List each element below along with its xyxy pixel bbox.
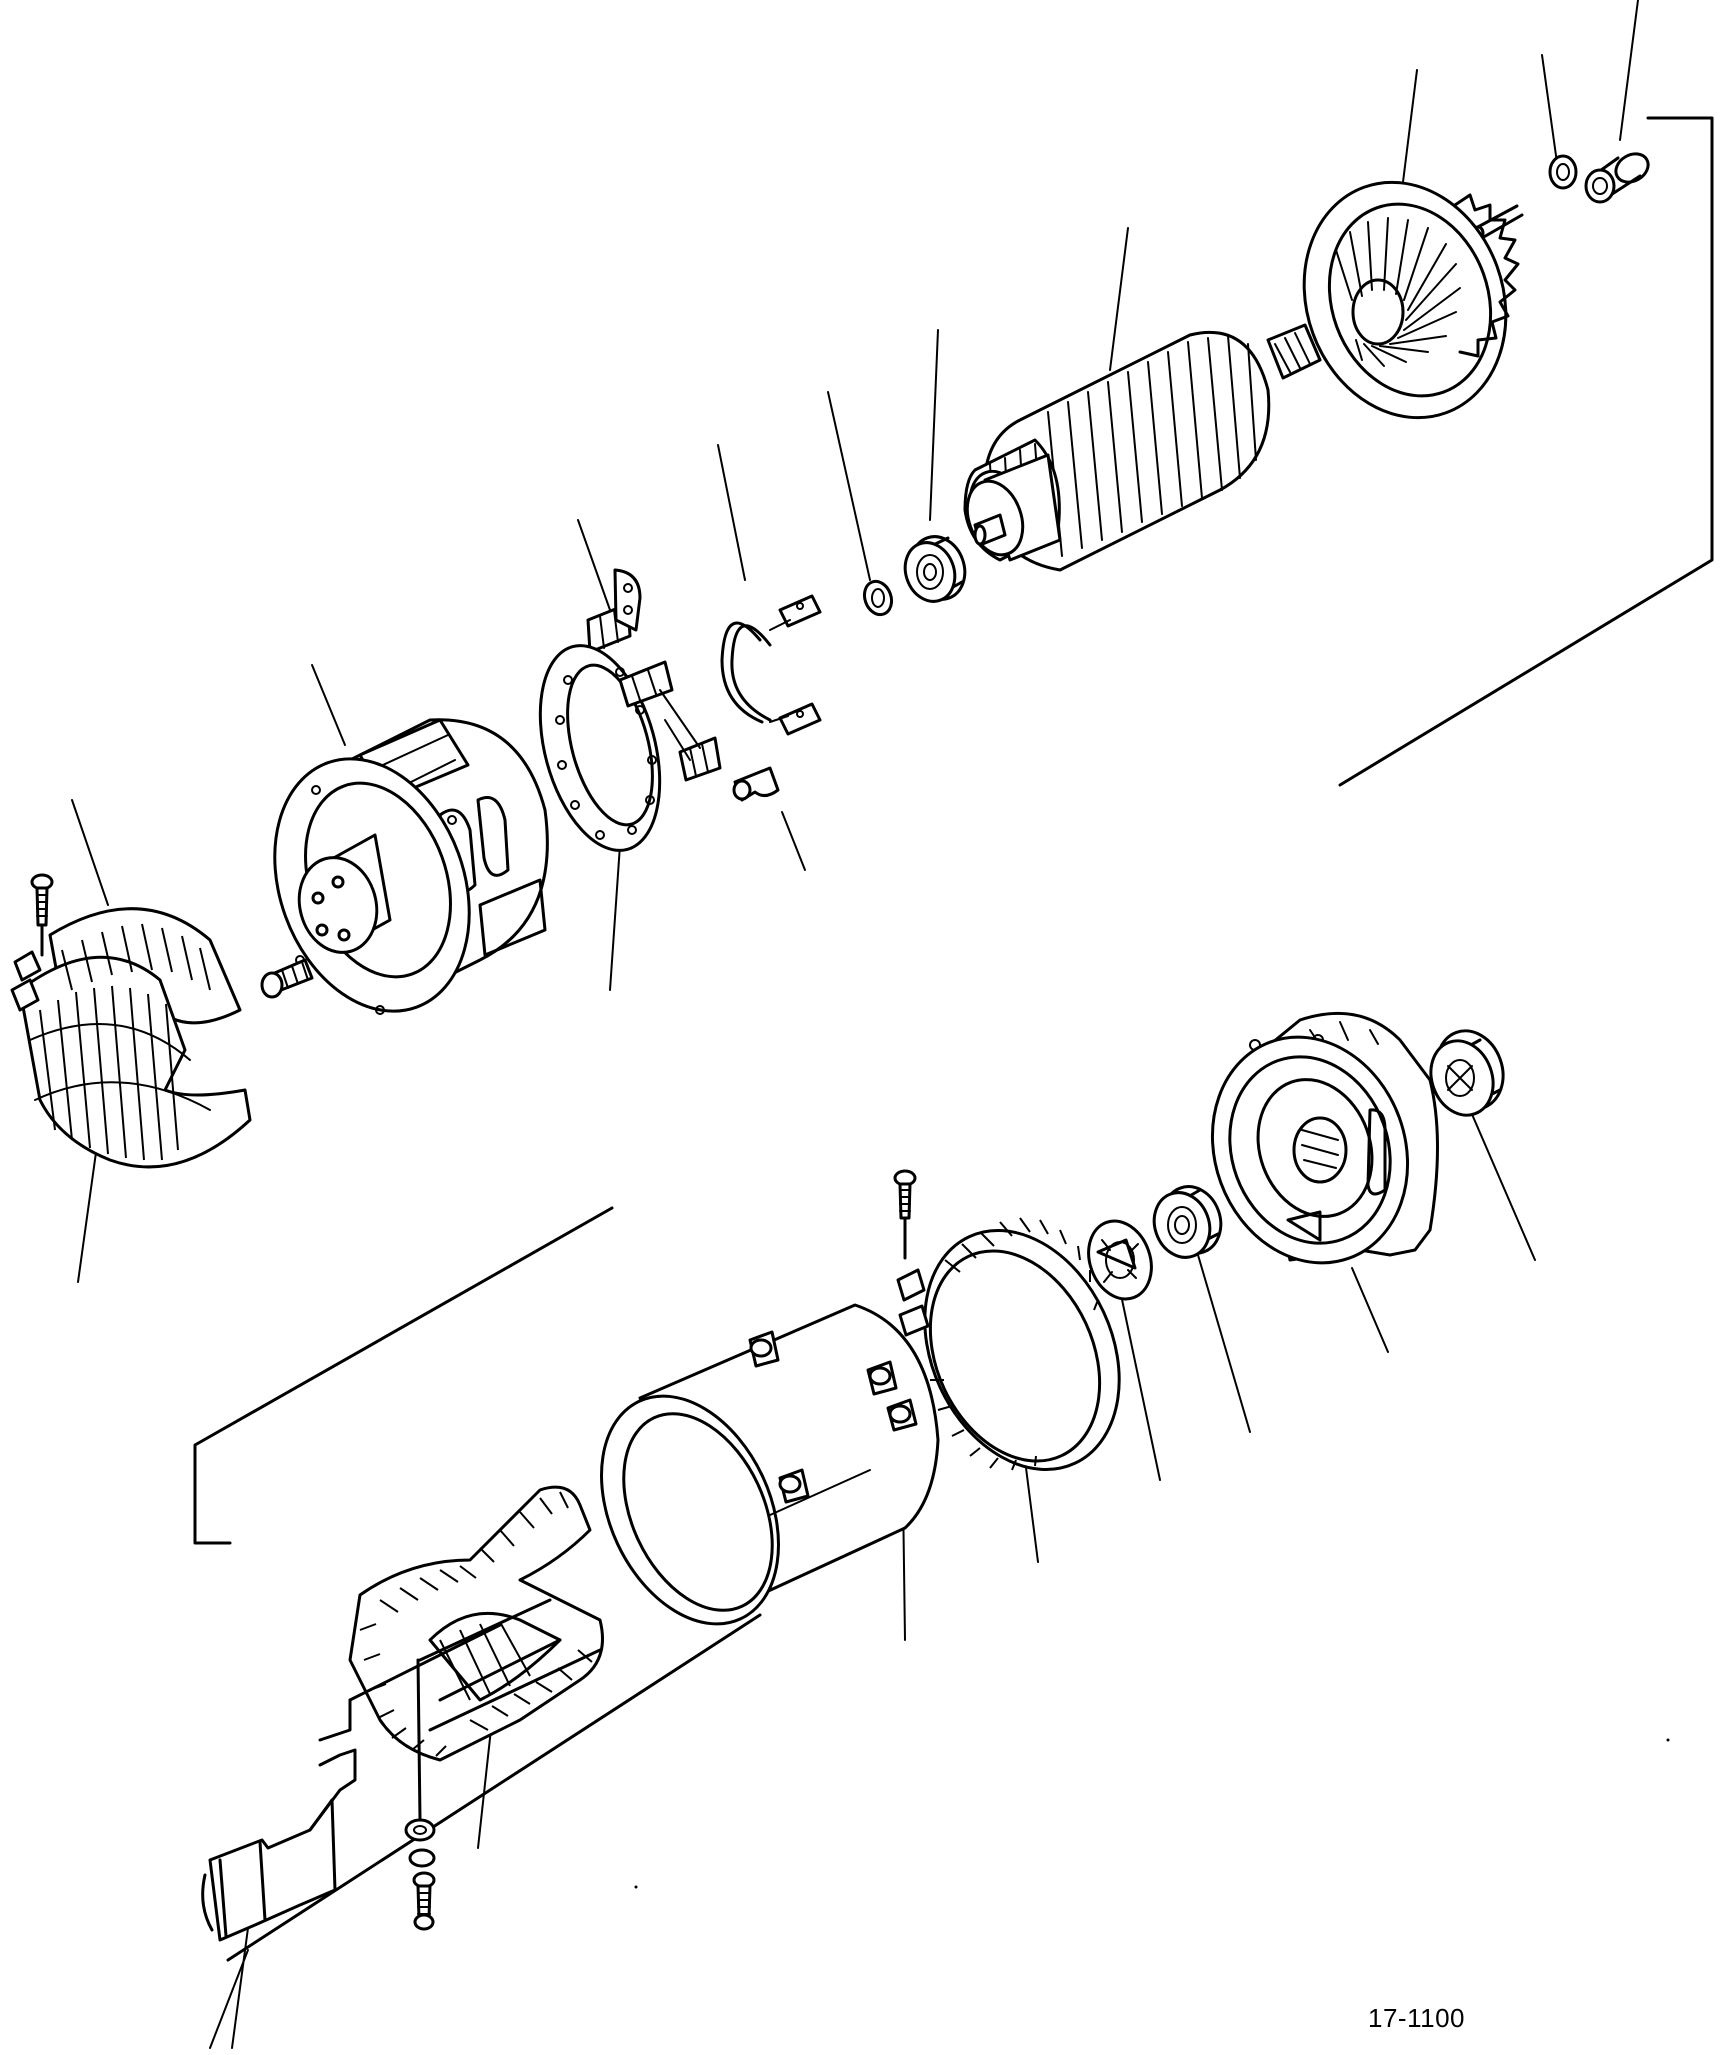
leader-lines-upper — [71, 0, 1639, 1283]
brush — [586, 568, 642, 654]
upper-group-bracket — [1338, 116, 1714, 787]
end-housing — [1210, 1011, 1439, 1265]
clip — [732, 766, 780, 802]
field-frame — [600, 1303, 940, 1626]
snap-ring — [1548, 154, 1578, 190]
band-cover — [10, 907, 252, 1169]
armature — [963, 323, 1322, 572]
ball-bearing — [903, 535, 967, 603]
band-cover-lower — [896, 1217, 1121, 1472]
speck — [1666, 1738, 1670, 1742]
bolt-lower — [404, 1658, 436, 1931]
bolt — [260, 958, 314, 999]
brush-holder-plate — [538, 644, 722, 852]
figure-number: 17-1100 — [1368, 2003, 1465, 2033]
brush-spring — [720, 594, 822, 736]
field-coils — [318, 1485, 604, 1762]
commutator-end-housing — [273, 718, 549, 1015]
bearing-retainer — [1087, 1219, 1153, 1301]
thrust-washer — [1584, 152, 1650, 204]
screw — [30, 873, 54, 957]
drive-end-plate — [1302, 180, 1520, 420]
ball-bearing-lower — [1152, 1185, 1223, 1259]
speck — [634, 1885, 638, 1889]
bearing-cap — [1429, 1029, 1505, 1117]
lower-group-bracket — [193, 1206, 762, 1962]
screw-lower — [893, 1169, 917, 1260]
washer — [862, 579, 894, 617]
pole-shoe — [201, 1748, 357, 1942]
